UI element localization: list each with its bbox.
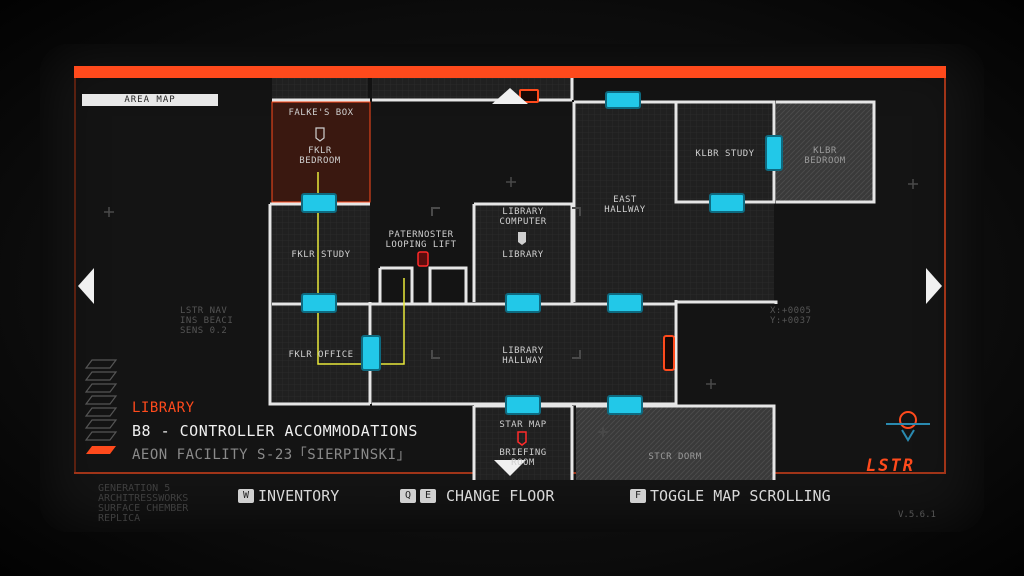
scroll-left-arrow <box>78 268 94 304</box>
door-stcr-dorm <box>607 395 643 415</box>
key-w: W <box>238 489 254 503</box>
room-fklr-bedroom <box>271 101 371 203</box>
label-briefing-room: BRIEFING ROOM <box>499 448 547 468</box>
inventory-label: INVENTORY <box>258 487 340 505</box>
coordinate-x: X:+0005 <box>770 306 812 316</box>
generation-line: SURFACE CHEMBER <box>98 503 189 514</box>
scroll-right-arrow <box>926 268 942 304</box>
doors-layer[interactable] <box>301 91 783 415</box>
door-east-hallway <box>607 293 643 313</box>
current-floor-marker <box>86 446 116 454</box>
frame-brackets <box>431 207 581 359</box>
nav-readout-right: X:+0005 Y:+0037 <box>770 306 811 326</box>
nav-readout-line: SENS 0.2 <box>180 326 228 336</box>
label-east-hallway: EAST HALLWAY <box>604 195 646 215</box>
label-paternoster-lift: PATERNOSTER LOOPING LIFT <box>385 230 457 250</box>
label-klbr-bedroom: KLBR BEDROOM <box>804 146 846 166</box>
room-klbr-bedroom <box>776 102 874 202</box>
nav-readout-line: INS BEACI <box>180 316 234 326</box>
label-library-computer: LIBRARY COMPUTER <box>499 207 547 227</box>
room-icons <box>315 127 527 446</box>
key-e: E <box>420 489 436 503</box>
star-map-icon <box>517 431 527 446</box>
label-klbr-study: KLBR STUDY <box>695 149 755 159</box>
label-fklr-study: FKLR STUDY <box>291 250 351 260</box>
floor-up-arrow <box>492 88 528 104</box>
room-library <box>474 204 572 302</box>
door-star-map <box>505 395 541 415</box>
door-klbr-study <box>709 193 745 213</box>
key-f: F <box>630 489 646 503</box>
room-fklr-office <box>272 304 370 404</box>
crosshair-markers <box>104 177 918 437</box>
generation-line: GENERATION 5 <box>98 483 171 494</box>
label-fklr-office: FKLR OFFICE <box>288 350 354 360</box>
locked-doors[interactable] <box>519 89 675 371</box>
room-klbr-study <box>676 102 774 202</box>
lstr-emblem-icon <box>886 411 930 442</box>
lstr-logo: LSTR <box>866 456 915 476</box>
label-library: LIBRARY <box>502 250 544 260</box>
room-fklr-study <box>272 204 370 302</box>
frame-left <box>74 78 76 472</box>
label-falkes-box: FALKE'S BOX <box>288 108 354 118</box>
toggle-scrolling-control[interactable]: F TOGGLE MAP SCROLLING <box>630 487 831 505</box>
label-fklr-bedroom: FKLR BEDROOM <box>299 146 341 166</box>
room-library-hallway <box>372 304 674 404</box>
change-floor-label: CHANGE FLOOR <box>446 487 555 505</box>
door-locked-east <box>663 335 675 371</box>
nav-readout-left: LSTR NAV INS BEACI SENS 0.2 <box>180 306 233 336</box>
label-star-map: STAR MAP <box>499 420 547 430</box>
facility-name: AEON FACILITY S-23「SIERPINSKI」 <box>132 447 412 463</box>
door-locked-top <box>519 89 539 103</box>
floor-stack-icon <box>84 359 118 441</box>
inventory-control[interactable]: W INVENTORY <box>238 487 339 505</box>
door-fklr-office-top <box>301 293 337 313</box>
current-floor: B8 - CONTROLLER ACCOMMODATIONS <box>132 422 418 440</box>
generation-text: GENERATION 5 ARCHITRESSWORKS SURFACE CHE… <box>98 484 188 524</box>
key-q: Q <box>400 489 416 503</box>
door-top-center <box>605 91 641 109</box>
header-bar <box>74 66 946 78</box>
generation-line: REPLICA <box>98 513 141 524</box>
frame-right <box>944 78 946 473</box>
door-fklr-office-side <box>361 335 381 371</box>
change-floor-control[interactable]: Q E CHANGE FLOOR <box>400 487 554 505</box>
room-stcr-dorm <box>576 406 774 480</box>
label-library-hallway: LIBRARY HALLWAY <box>502 346 544 366</box>
label-stcr-dorm: STCR DORM <box>648 452 702 462</box>
generation-line: ARCHITRESSWORKS <box>98 493 189 504</box>
room-top-left-strip <box>272 78 368 100</box>
lift-icon <box>417 251 429 267</box>
falkes-box-icon <box>315 127 325 142</box>
version-label: V.5.6.1 <box>898 510 936 520</box>
area-map-label: AREA MAP <box>82 94 218 106</box>
door-library <box>505 293 541 313</box>
door-fklr-bedroom <box>301 193 337 213</box>
room-top-strip <box>372 78 572 100</box>
floor-down-arrow <box>494 460 526 476</box>
library-computer-icon <box>518 232 526 245</box>
coordinate-y: Y:+0037 <box>770 316 812 326</box>
current-location: LIBRARY <box>132 400 195 416</box>
toggle-scrolling-label: TOGGLE MAP SCROLLING <box>650 487 831 505</box>
nav-readout-line: LSTR NAV <box>180 306 228 316</box>
room-star-map <box>474 406 572 480</box>
door-klbr-bedroom <box>765 135 783 171</box>
